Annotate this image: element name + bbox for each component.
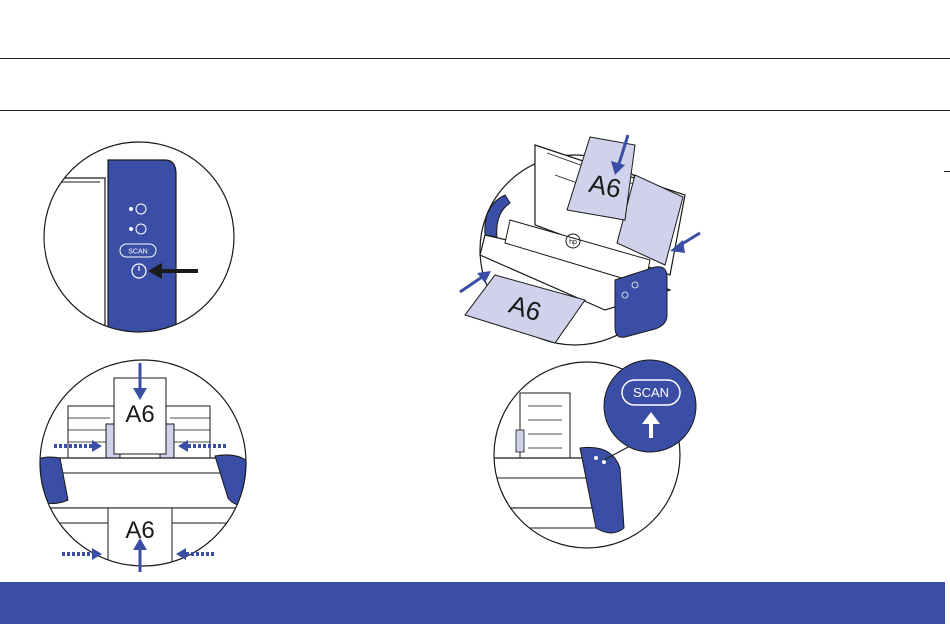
scanner-side-panel <box>615 267 667 338</box>
scan-button-callout <box>604 360 696 452</box>
paper-top-label: A6 <box>125 401 154 428</box>
header-rule-top <box>0 58 950 59</box>
load-paper-illustration: A6 hp A6 <box>455 125 705 347</box>
svg-text:hp: hp <box>569 239 577 246</box>
power-button-illustration: SCAN <box>40 140 240 334</box>
footer-bar <box>0 582 945 624</box>
header-rule-bottom <box>0 110 950 111</box>
control-panel <box>108 160 176 334</box>
edge-tick <box>944 171 950 172</box>
scan-button-label: SCAN <box>128 249 147 256</box>
scan-callout-label: SCAN <box>633 385 669 400</box>
adjust-guides-illustration: A6 A6 <box>30 358 266 576</box>
press-scan-illustration: SCAN <box>492 358 707 558</box>
